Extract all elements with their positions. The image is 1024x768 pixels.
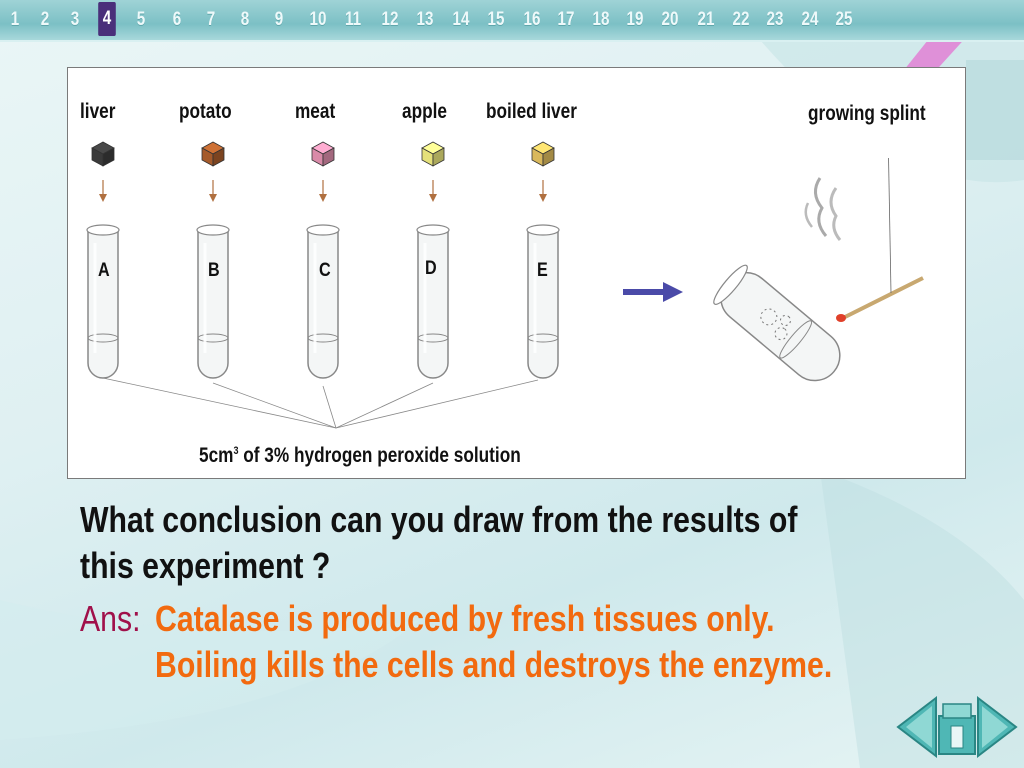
slide-number-5[interactable]: 5 bbox=[136, 9, 146, 30]
tube-letter-c: C bbox=[319, 260, 331, 281]
prev-icon[interactable] bbox=[896, 696, 938, 758]
glowing-tip-icon bbox=[836, 314, 846, 322]
home-icon[interactable] bbox=[937, 700, 977, 756]
sample-label-apple: apple bbox=[402, 100, 447, 123]
slide-number-12[interactable]: 12 bbox=[381, 9, 399, 30]
slide-number-9[interactable]: 9 bbox=[274, 9, 284, 30]
meat-down-arrow-icon bbox=[319, 180, 327, 202]
slide-number-23[interactable]: 23 bbox=[766, 9, 784, 30]
test-tube-potato bbox=[196, 224, 230, 379]
answer-line-2: Boiling kills the cells and destroys the… bbox=[155, 644, 833, 685]
test-tube-apple bbox=[416, 224, 450, 379]
slide-number-25[interactable]: 25 bbox=[835, 9, 853, 30]
slide-number-8[interactable]: 8 bbox=[240, 9, 250, 30]
slide-number-16[interactable]: 16 bbox=[523, 9, 541, 30]
experiment-drawing bbox=[102, 377, 539, 429]
sample-label-boiled-liver: boiled liver bbox=[486, 100, 577, 123]
slide-number-24[interactable]: 24 bbox=[801, 9, 819, 30]
sample-label-liver: liver bbox=[80, 100, 116, 123]
slide-number-13[interactable]: 13 bbox=[416, 9, 434, 30]
sample-label-meat: meat bbox=[295, 100, 336, 123]
slide-number-22[interactable]: 22 bbox=[732, 9, 750, 30]
slide-number-15[interactable]: 15 bbox=[487, 9, 505, 30]
apple-cube-icon bbox=[421, 141, 445, 167]
slide-number-18[interactable]: 18 bbox=[592, 9, 610, 30]
next-icon[interactable] bbox=[976, 696, 1018, 758]
test-tubes bbox=[86, 141, 560, 379]
slide-number-1[interactable]: 1 bbox=[10, 9, 20, 30]
tilted-test-tube bbox=[713, 158, 924, 382]
slide-number-7[interactable]: 7 bbox=[206, 9, 216, 30]
slide-number-11[interactable]: 11 bbox=[344, 9, 362, 30]
answer-line-1: Catalase is produced by fresh tissues on… bbox=[155, 598, 775, 639]
test-tube-boiled-liver bbox=[526, 224, 560, 379]
answer-prefix: Ans: bbox=[80, 598, 141, 639]
liver-down-arrow-icon bbox=[99, 180, 107, 202]
slide-number-19[interactable]: 19 bbox=[626, 9, 644, 30]
slide-number-10[interactable]: 10 bbox=[309, 9, 327, 30]
slide-number-21[interactable]: 21 bbox=[697, 9, 715, 30]
solution-label: 5cm3 of 3% hydrogen peroxide solution bbox=[199, 444, 521, 467]
test-tube-meat bbox=[306, 224, 340, 379]
solution-pointer-lines bbox=[102, 377, 539, 429]
solution-superscript: 3 bbox=[233, 445, 239, 457]
slide-number-14[interactable]: 14 bbox=[452, 9, 470, 30]
slide-number-4[interactable]: 4 bbox=[98, 2, 116, 36]
apple-down-arrow-icon bbox=[429, 180, 437, 202]
right-arrow-icon bbox=[623, 282, 683, 302]
boiled-liver-cube-icon bbox=[531, 141, 555, 167]
question-text: What conclusion can you draw from the re… bbox=[80, 499, 798, 586]
slide-number-20[interactable]: 20 bbox=[661, 9, 679, 30]
tube-letter-a: A bbox=[98, 260, 110, 281]
meat-cube-icon bbox=[311, 141, 335, 167]
slide-number-3[interactable]: 3 bbox=[70, 9, 80, 30]
slide-number-6[interactable]: 6 bbox=[172, 9, 182, 30]
sample-label-potato: potato bbox=[179, 100, 232, 123]
slide-number-2[interactable]: 2 bbox=[40, 9, 50, 30]
tube-letter-e: E bbox=[536, 260, 548, 281]
tube-letter-d: D bbox=[425, 258, 437, 279]
splint bbox=[842, 276, 924, 320]
tube-letter-b: B bbox=[208, 260, 220, 281]
liver-cube-icon bbox=[91, 141, 115, 167]
splint-label: growing splint bbox=[808, 102, 926, 125]
test-tube-liver bbox=[86, 224, 120, 379]
potato-down-arrow-icon bbox=[209, 180, 217, 202]
potato-cube-icon bbox=[201, 141, 225, 167]
experiment-diagram: liver potato meat apple boiled liver gro… bbox=[67, 67, 966, 479]
slide-number-17[interactable]: 17 bbox=[557, 9, 575, 30]
boiled-liver-down-arrow-icon bbox=[539, 180, 547, 202]
